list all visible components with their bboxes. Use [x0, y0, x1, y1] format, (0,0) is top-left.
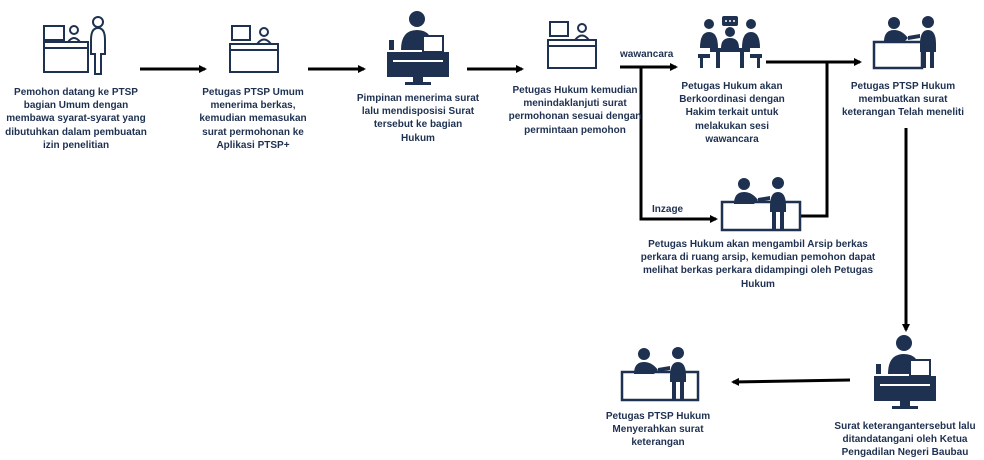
- arrow-s7-s6: [801, 62, 829, 218]
- manager-at-desk-icon: [387, 11, 449, 85]
- step-8-text: Surat keterangantersebut lalu ditandatan…: [834, 421, 976, 459]
- meeting-table-icon: [698, 16, 762, 68]
- step-5-text: Petugas Hukum akan Berkoordinasi dengan …: [679, 81, 785, 145]
- step-7-text: Petugas Hukum akan mengambil Arsip berka…: [640, 239, 876, 290]
- step-6-text: Petugas PTSP Hukum membuatkan surat kete…: [841, 81, 965, 119]
- counter-service-icon: [872, 16, 936, 70]
- step-2-text: Petugas PTSP Umum menerima berkas, kemud…: [199, 87, 307, 151]
- counter-service-icon: [720, 177, 802, 232]
- arrow-s8-s9: [731, 377, 851, 386]
- edge-label-inzage: Inzage: [652, 204, 684, 215]
- step-3-text: Pimpinan menerima surat lalu mendisposis…: [356, 93, 480, 144]
- step-1-text: Pemohon datang ke PTSP bagian Umum denga…: [5, 87, 147, 151]
- front-desk-clerk-icon: [547, 21, 597, 69]
- step-9-text: Petugas PTSP Hukum Menyerahkan surat ket…: [605, 411, 711, 449]
- front-desk-clerk-icon: [229, 25, 279, 73]
- manager-at-desk-icon: [874, 335, 936, 409]
- arrow-s4-s7: [639, 67, 718, 223]
- step-4-text: Petugas Hukum kemudian menindaklanjuti s…: [508, 85, 642, 136]
- front-desk-visitor-icon: [43, 16, 106, 75]
- edge-label-wawancara: wawancara: [620, 49, 674, 60]
- counter-service-icon: [620, 347, 700, 402]
